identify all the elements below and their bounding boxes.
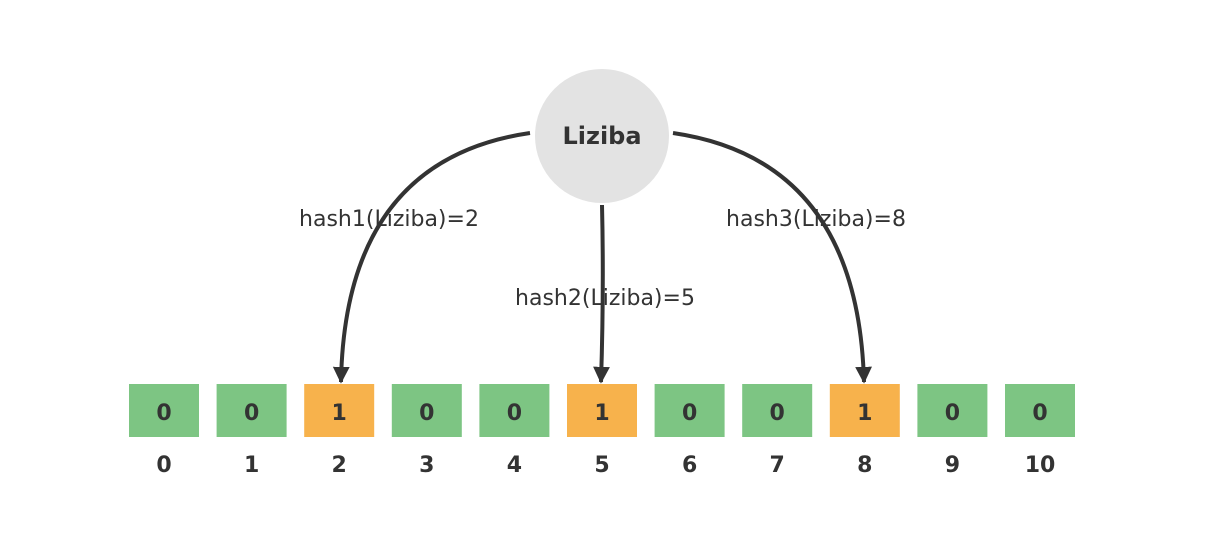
arrow-hash1 — [332, 131, 531, 384]
bit-cell-box — [304, 384, 375, 437]
bit-index-label: 3 — [419, 453, 434, 478]
input-node-circle — [535, 69, 669, 203]
bit-cell-value: 0 — [1032, 401, 1047, 426]
bit-cell-6: 0 — [654, 384, 725, 437]
bit-cell-5: 1 — [567, 384, 637, 437]
hash3-label: hash3(Liziba)=8 — [726, 207, 906, 232]
bit-cell-0: 0 — [129, 384, 199, 437]
bit-cell-value: 0 — [770, 401, 785, 426]
bit-cell-2: 1 — [304, 384, 375, 437]
bit-cell-8: 1 — [829, 384, 900, 437]
bit-cell-box — [829, 384, 900, 437]
hash-labels: hash1(Liziba)=2 hash2(Liziba)=5 hash3(Li… — [299, 207, 906, 311]
arrow-hash2 — [593, 204, 610, 384]
bit-cell-box — [1005, 384, 1075, 437]
hash1-label: hash1(Liziba)=2 — [299, 207, 479, 232]
bit-index-label: 4 — [507, 453, 522, 478]
bit-cell-box — [567, 384, 637, 437]
bit-index-label: 10 — [1025, 453, 1056, 478]
bit-index-label: 6 — [682, 453, 697, 478]
bit-cell-box — [742, 384, 813, 437]
arrows — [332, 131, 872, 384]
input-node-label: Liziba — [562, 122, 641, 150]
bit-cell-value: 0 — [244, 401, 259, 426]
input-node: Liziba — [535, 69, 669, 203]
bit-cell-box — [917, 384, 988, 437]
bit-cell-10: 0 — [1005, 384, 1075, 437]
bit-index-label: 8 — [857, 453, 872, 478]
bit-cell-value: 1 — [332, 401, 347, 426]
bit-cell-value: 1 — [594, 401, 609, 426]
bit-array: 0 0 1 0 0 1 0 0 1 0 0 — [129, 384, 1075, 437]
bit-index-label: 5 — [594, 453, 609, 478]
bit-index-label: 7 — [770, 453, 785, 478]
bit-cell-value: 0 — [156, 401, 171, 426]
bit-cell-box — [391, 384, 462, 437]
bit-cell-value: 0 — [419, 401, 434, 426]
bit-cell-3: 0 — [391, 384, 462, 437]
bit-array-indices: 0 1 2 3 4 5 6 7 8 9 10 — [156, 453, 1055, 478]
arrow-hash3 — [672, 131, 872, 384]
bit-cell-7: 0 — [742, 384, 813, 437]
bit-cell-4: 0 — [479, 384, 550, 437]
bit-cell-box — [479, 384, 550, 437]
bit-cell-value: 0 — [682, 401, 697, 426]
bit-cell-value: 1 — [857, 401, 872, 426]
bit-index-label: 2 — [332, 453, 347, 478]
bit-cell-box — [216, 384, 287, 437]
bit-cell-box — [654, 384, 725, 437]
bit-cell-1: 0 — [216, 384, 287, 437]
bit-index-label: 9 — [945, 453, 960, 478]
bit-cell-value: 0 — [507, 401, 522, 426]
bit-cell-value: 0 — [945, 401, 960, 426]
bit-index-label: 0 — [156, 453, 171, 478]
bit-index-label: 1 — [244, 453, 259, 478]
bit-cell-box — [129, 384, 199, 437]
bit-cell-9: 0 — [917, 384, 988, 437]
hash2-label: hash2(Liziba)=5 — [515, 286, 695, 311]
